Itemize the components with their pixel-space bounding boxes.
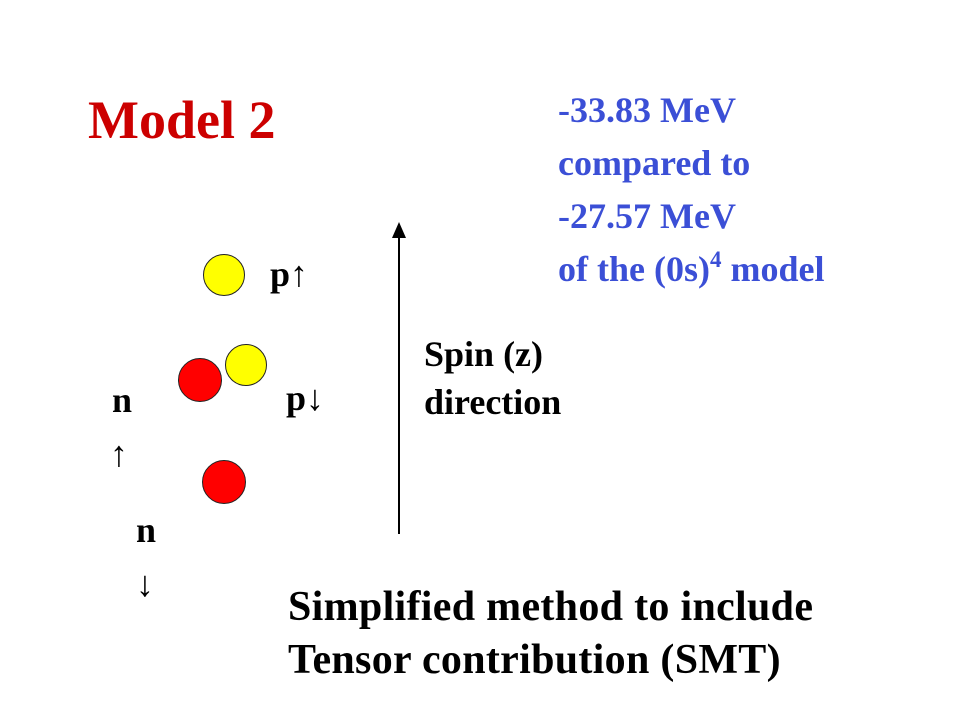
slide-title: Model 2 [88,90,276,150]
proton-up-label: p↑ [270,254,309,294]
model-reference-superscript: 4 [709,247,722,272]
energy-compared-to: compared to [558,143,751,183]
method-description: Simplified method to include Tensor cont… [288,581,813,687]
method-description-line2: Tensor contribution (SMT) [288,637,781,683]
spin-axis-label-line2: direction [424,382,562,422]
neutron-up-label: n [112,380,133,420]
energy-model-reference: of the (0s)4 model [558,243,824,296]
neutron-up-arrow: ↑ [110,434,128,474]
proton-up-particle [203,254,245,296]
spin-axis-label-line1: Spin (z) [424,334,544,374]
neutron-down-label: n [136,510,157,550]
energy-value-model2: -33.83 MeV [558,90,736,130]
spin-axis-label: Spin (z) direction [424,330,561,426]
neutron-down-arrow: ↓ [136,564,154,604]
spin-axis-arrowhead [392,222,406,238]
neutron-up-particle [178,358,222,402]
model-reference-prefix: of the (0s) [558,249,710,289]
method-description-line1: Simplified method to include [288,584,814,630]
proton-down-particle [225,344,267,386]
spin-axis-line [398,236,400,534]
model-reference-suffix: model [721,249,825,289]
proton-down-label: p↓ [286,378,325,418]
neutron-down-particle [202,460,246,504]
energy-value-0s4: -27.57 MeV [558,196,736,236]
energy-comparison: -33.83 MeV compared to -27.57 MeV of the… [558,84,824,296]
